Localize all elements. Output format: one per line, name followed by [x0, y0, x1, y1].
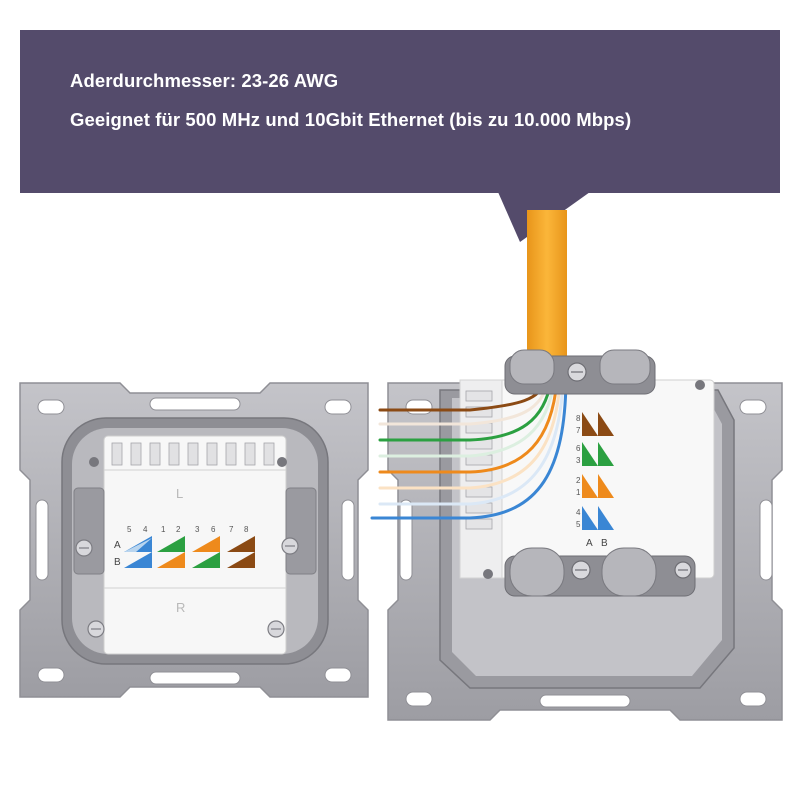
- svg-text:4: 4: [143, 525, 148, 534]
- svg-text:7: 7: [576, 426, 581, 435]
- left-frame-slots: [35, 397, 355, 685]
- svg-text:2: 2: [576, 476, 581, 485]
- svg-text:7: 7: [229, 525, 234, 534]
- right-pair-green: [582, 442, 614, 466]
- right-pair-blue: [582, 506, 614, 530]
- svg-text:1: 1: [576, 488, 581, 497]
- svg-text:8: 8: [244, 525, 249, 534]
- svg-text:6: 6: [576, 444, 581, 453]
- svg-text:1: 1: [161, 525, 166, 534]
- right-pin-numbers: 8 7 6 3 2 1 4 5: [576, 414, 581, 529]
- left-color-code: [124, 536, 255, 568]
- right-row-b: B: [601, 538, 608, 549]
- svg-text:5: 5: [576, 520, 581, 529]
- wire-diameter-text: Aderdurchmesser: 23-26 AWG: [70, 70, 339, 91]
- right-wall-socket: 8 7 6 3 2 1 4 5 A B: [370, 210, 783, 721]
- left-pair-orange: [192, 536, 220, 568]
- svg-text:6: 6: [211, 525, 216, 534]
- right-pair-brown: [582, 412, 614, 436]
- svg-text:5: 5: [127, 525, 132, 534]
- right-row-a: A: [586, 538, 593, 549]
- right-terminal-strip: [465, 390, 493, 530]
- right-color-code: [582, 412, 614, 530]
- left-row-a: A: [114, 540, 121, 551]
- left-pin-numbers: 5 4 1 2 3 6 7 8: [127, 525, 249, 534]
- left-row-b: B: [114, 557, 121, 568]
- left-mark-r: R: [176, 600, 185, 615]
- left-mark-l: L: [176, 486, 183, 501]
- svg-text:2: 2: [176, 525, 181, 534]
- left-terminal-strip: [111, 442, 275, 466]
- left-pair-green: [157, 536, 185, 568]
- right-pair-orange: [582, 474, 614, 498]
- right-top-clamp: [504, 349, 656, 395]
- left-pair-blue: [124, 536, 152, 568]
- svg-text:3: 3: [576, 456, 581, 465]
- left-wall-socket: L 5 4 1 2 3 6 7 8 A B: [19, 382, 369, 698]
- left-module-body: [103, 435, 287, 655]
- suitability-text: Geeignet für 500 MHz und 10Gbit Ethernet…: [70, 109, 632, 130]
- svg-text:3: 3: [195, 525, 200, 534]
- right-bottom-clamp: [504, 547, 696, 597]
- svg-text:8: 8: [576, 414, 581, 423]
- info-banner: [20, 30, 780, 193]
- svg-text:4: 4: [576, 508, 581, 517]
- left-pair-brown: [227, 536, 255, 568]
